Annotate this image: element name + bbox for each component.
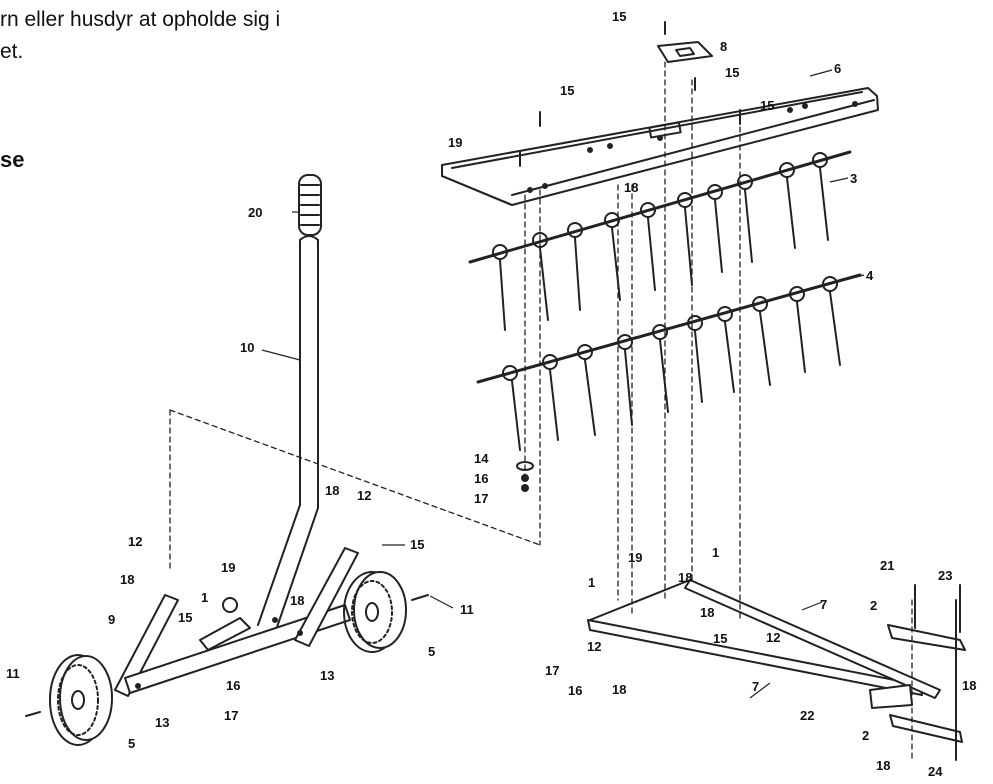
label-16-left: 16 — [226, 678, 240, 693]
label-19-left: 19 — [221, 560, 235, 575]
label-17-right: 17 — [545, 663, 559, 678]
label-19-frame: 19 — [448, 135, 462, 150]
rake-frame — [441, 87, 879, 206]
label-16-rake: 16 — [474, 471, 488, 486]
label-24: 24 — [928, 764, 943, 779]
label-12-right: 12 — [766, 630, 780, 645]
label-11-left: 11 — [6, 666, 20, 681]
hardware — [25, 21, 961, 717]
label-15-right: 15 — [713, 631, 727, 646]
label-18-right-low: 18 — [612, 682, 626, 697]
label-15-bracket: 15 — [725, 65, 739, 80]
label-15-frame-right: 15 — [760, 98, 774, 113]
label-5-left: 5 — [128, 736, 135, 751]
label-21: 21 — [880, 558, 894, 573]
label-20: 20 — [248, 205, 262, 220]
label-1-right-top: 1 — [712, 545, 719, 560]
instruction-text-line-1: rn eller husdyr at opholde sig i — [0, 8, 281, 31]
tine-bar-lower — [476, 273, 862, 384]
label-22: 22 — [800, 708, 814, 723]
label-18-frame: 18 — [624, 180, 638, 195]
tine-loops-lower — [502, 276, 841, 451]
alignment-lines — [169, 61, 913, 761]
label-5-right: 5 — [428, 644, 435, 659]
label-1-left: 1 — [201, 590, 208, 605]
section-heading: se — [0, 147, 25, 172]
label-18-handle: 18 — [325, 483, 339, 498]
label-18-mid: 18 — [290, 593, 304, 608]
label-14: 14 — [474, 451, 489, 466]
handle-tube — [257, 235, 319, 631]
label-2-upper: 2 — [870, 598, 877, 613]
label-15-frame-left: 15 — [560, 83, 574, 98]
bracket-part-8 — [657, 41, 713, 63]
label-4: 4 — [866, 268, 874, 283]
cart-frame-left — [114, 547, 359, 697]
label-12-right-left: 12 — [587, 639, 601, 654]
label-3: 3 — [850, 171, 857, 186]
label-6: 6 — [834, 61, 841, 76]
instruction-text-line-2: et. — [0, 40, 24, 63]
label-18-right-mid: 18 — [700, 605, 714, 620]
label-13-right: 13 — [320, 668, 334, 683]
label-17-left: 17 — [224, 708, 238, 723]
label-17-rake: 17 — [474, 491, 488, 506]
handle-grip — [298, 174, 322, 236]
label-18-bottom: 18 — [876, 758, 890, 773]
label-15-top: 15 — [612, 9, 626, 24]
label-2-lower: 2 — [862, 728, 869, 743]
leader-lines — [261, 69, 865, 699]
wheel-left — [49, 654, 113, 746]
label-7-upper: 7 — [820, 597, 827, 612]
cart-frame-right — [587, 579, 966, 761]
label-18-far-right: 18 — [962, 678, 976, 693]
label-16-right: 16 — [568, 683, 582, 698]
label-10: 10 — [240, 340, 254, 355]
label-13-left: 13 — [155, 715, 169, 730]
label-18-right-top: 18 — [678, 570, 692, 585]
label-12-left: 12 — [128, 534, 142, 549]
tine-loops-upper — [492, 152, 829, 331]
label-15-left: 15 — [178, 610, 192, 625]
label-15-handle: 15 — [410, 537, 424, 552]
part-labels: 15 8 15 6 15 15 19 18 3 4 20 10 14 16 17… — [6, 9, 976, 779]
label-8: 8 — [720, 39, 727, 54]
label-11-right: 11 — [460, 602, 474, 617]
wheel-right — [343, 571, 407, 653]
label-23: 23 — [938, 568, 952, 583]
label-9: 9 — [108, 612, 115, 627]
label-7-lower: 7 — [752, 679, 759, 694]
label-18-left: 18 — [120, 572, 134, 587]
label-1-right: 1 — [588, 575, 595, 590]
label-12-handle: 12 — [357, 488, 371, 503]
label-19-right: 19 — [628, 550, 642, 565]
